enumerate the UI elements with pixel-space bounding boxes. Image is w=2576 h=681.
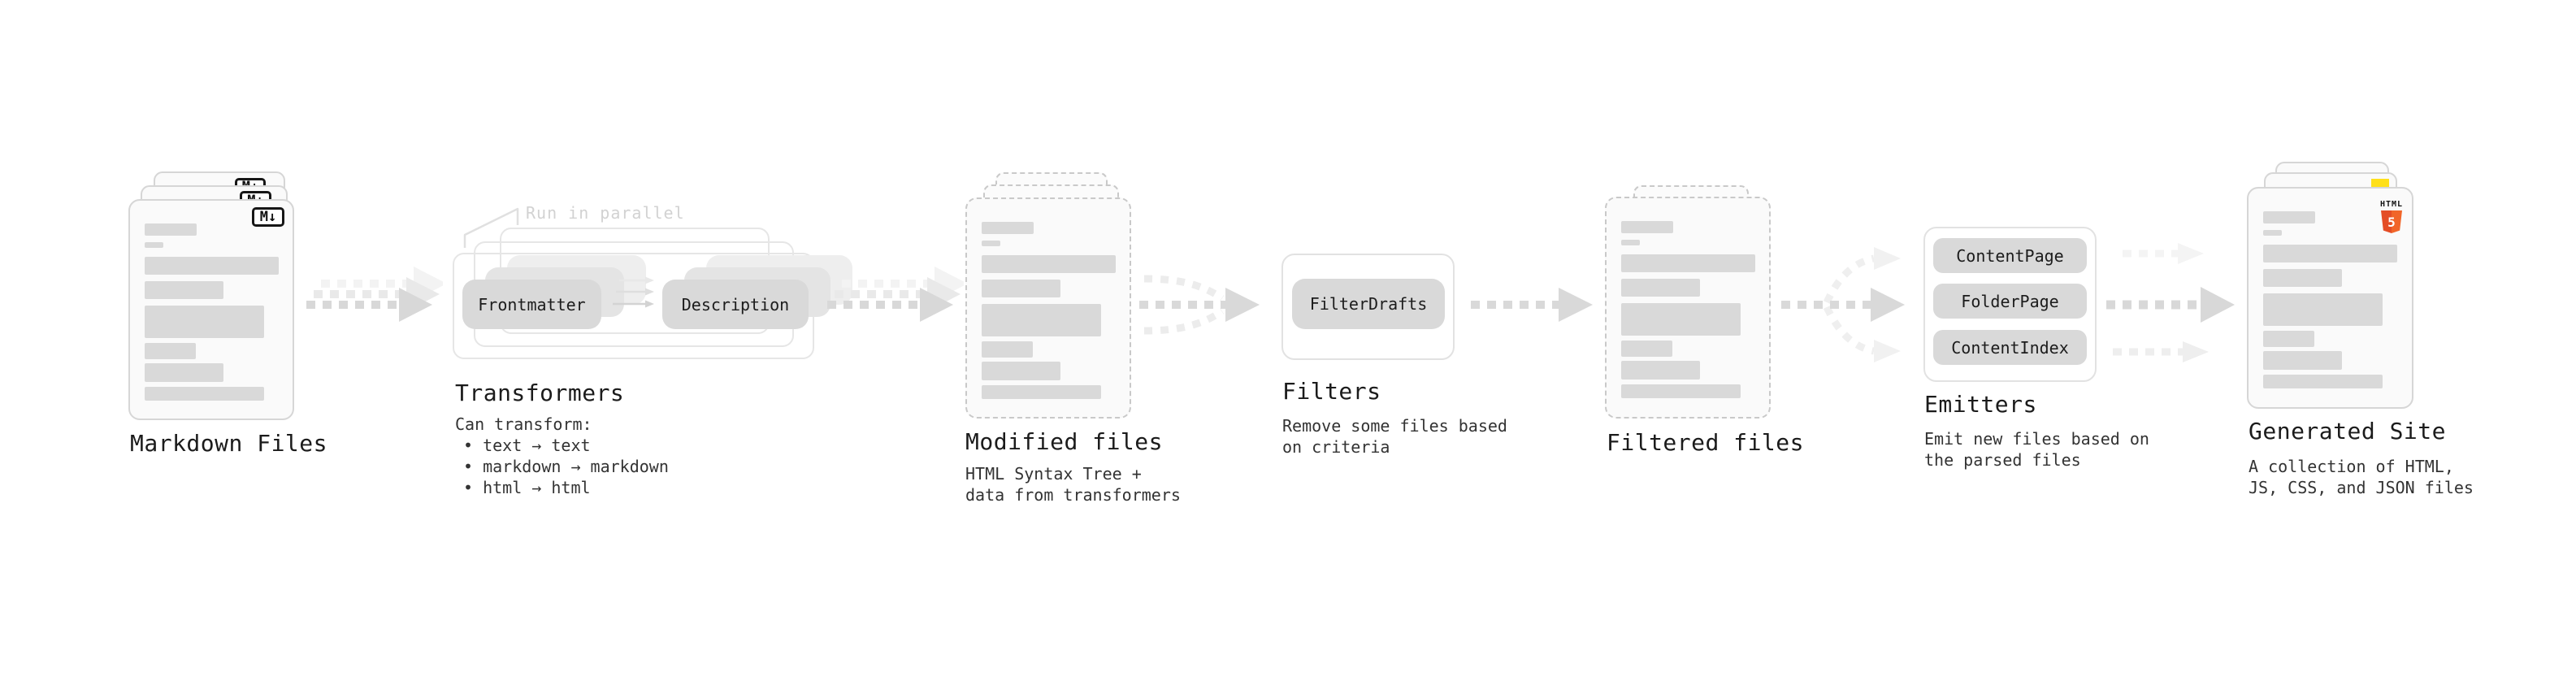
- desc-line: • text → text: [463, 436, 591, 455]
- document-content-placeholder: [967, 199, 1130, 399]
- html5-number: 5: [2387, 214, 2396, 230]
- html5-icon-label: HTML: [2379, 200, 2404, 209]
- placeholder-bar: [145, 281, 223, 299]
- placeholder-bar: [2263, 269, 2342, 287]
- placeholder-bar: [982, 255, 1116, 273]
- placeholder-bar: [145, 242, 163, 248]
- emitter-pill-contentindex: ContentIndex: [1933, 330, 2087, 365]
- placeholder-bar: [145, 257, 279, 275]
- html5-shield: 5: [2381, 210, 2402, 233]
- js-file-icon: [2371, 179, 2389, 189]
- placeholder-bar: [982, 241, 1000, 246]
- placeholder-bar: [2263, 245, 2397, 262]
- stage-label-filtered-files: Filtered files: [1607, 429, 1805, 456]
- placeholder-bar: [2263, 211, 2315, 223]
- stage-label-generated-site: Generated Site: [2249, 418, 2447, 445]
- placeholder-bar: [1621, 340, 1672, 357]
- transformer-pill-description: Description: [662, 280, 809, 329]
- placeholder-bar: [2263, 230, 2282, 236]
- placeholder-bar: [982, 222, 1034, 234]
- placeholder-bar: [2263, 375, 2383, 388]
- desc-line: • html → html: [463, 478, 591, 497]
- stage-desc-emitters: Emit new files based on the parsed files: [1924, 428, 2149, 471]
- stage-label-modified-files: Modified files: [965, 428, 1164, 455]
- desc-line: JS, CSS, and JSON files: [2249, 478, 2474, 497]
- emitter-pill-folderpage: FolderPage: [1933, 284, 2087, 319]
- placeholder-bar: [2263, 293, 2383, 326]
- markdown-icon: M↓: [252, 207, 284, 227]
- placeholder-bar: [145, 363, 223, 382]
- desc-line: A collection of HTML,: [2249, 457, 2454, 476]
- filter-pill-filterdrafts: FilterDrafts: [1292, 279, 1445, 329]
- placeholder-bar: [982, 341, 1033, 358]
- placeholder-bar: [145, 387, 264, 401]
- desc-line: on criteria: [1282, 437, 1390, 457]
- placeholder-bar: [145, 306, 264, 338]
- placeholder-bar: [1621, 279, 1700, 297]
- modified-file-card: [965, 197, 1131, 419]
- placeholder-bar: [982, 280, 1060, 297]
- placeholder-bar: [2263, 331, 2314, 347]
- placeholder-bar: [2263, 351, 2342, 370]
- stage-desc-generated-site: A collection of HTML, JS, CSS, and JSON …: [2249, 456, 2474, 498]
- desc-line: the parsed files: [1924, 450, 2081, 470]
- desc-line: Emit new files based on: [1924, 429, 2149, 449]
- placeholder-bar: [1621, 240, 1640, 245]
- placeholder-bar: [145, 223, 197, 236]
- arrow-filters-to-filtered: [1471, 288, 1593, 322]
- placeholder-bar: [1621, 254, 1755, 272]
- stage-label-markdown-files: Markdown Files: [130, 430, 328, 457]
- placeholder-bar: [982, 304, 1101, 336]
- html5-file-icon: HTML 5: [2379, 194, 2404, 233]
- placeholder-bar: [1621, 384, 1741, 398]
- placeholder-bar: [982, 385, 1101, 399]
- generated-file-card-html: HTML 5: [2247, 187, 2413, 409]
- arrow-modified-to-filters: [1139, 275, 1260, 335]
- desc-line: data from transformers: [965, 485, 1181, 505]
- desc-line: Can transform:: [455, 414, 592, 434]
- desc-line: • markdown → markdown: [463, 457, 669, 476]
- filtered-file-card: [1605, 197, 1771, 419]
- placeholder-bar: [1621, 361, 1700, 380]
- transformer-pill-frontmatter: Frontmatter: [462, 280, 601, 329]
- stage-desc-transformers: Can transform: • text → text • markdown …: [455, 414, 669, 498]
- stage-label-filters: Filters: [1282, 378, 1381, 405]
- parallel-flow-arrows: [613, 276, 654, 308]
- placeholder-bar: [1621, 221, 1673, 233]
- placeholder-bar: [982, 362, 1060, 380]
- document-content-placeholder: [2249, 189, 2412, 388]
- document-content-placeholder: [1607, 198, 1769, 398]
- arrow-emitters-to-generated: [2106, 243, 2235, 362]
- annotation-leader-line: [463, 207, 519, 248]
- stage-desc-modified-files: HTML Syntax Tree + data from transformer…: [965, 463, 1181, 505]
- stage-label-emitters: Emitters: [1924, 391, 2037, 418]
- placeholder-bar: [145, 343, 196, 359]
- document-content-placeholder: [130, 201, 293, 401]
- emitter-pill-contentpage: ContentPage: [1933, 238, 2087, 273]
- desc-line: HTML Syntax Tree +: [965, 464, 1142, 484]
- markdown-file-card-front: M↓: [128, 199, 294, 420]
- stage-desc-filters: Remove some files based on criteria: [1282, 415, 1507, 458]
- arrow-markdown-to-transformers: [306, 267, 443, 322]
- desc-line: Remove some files based: [1282, 416, 1507, 436]
- arrow-transformers-to-modified: [827, 267, 964, 322]
- placeholder-bar: [1621, 303, 1741, 336]
- stage-label-transformers: Transformers: [455, 380, 625, 406]
- annotation-run-in-parallel: Run in parallel: [526, 203, 685, 223]
- arrow-filtered-to-emitters: [1781, 247, 1905, 362]
